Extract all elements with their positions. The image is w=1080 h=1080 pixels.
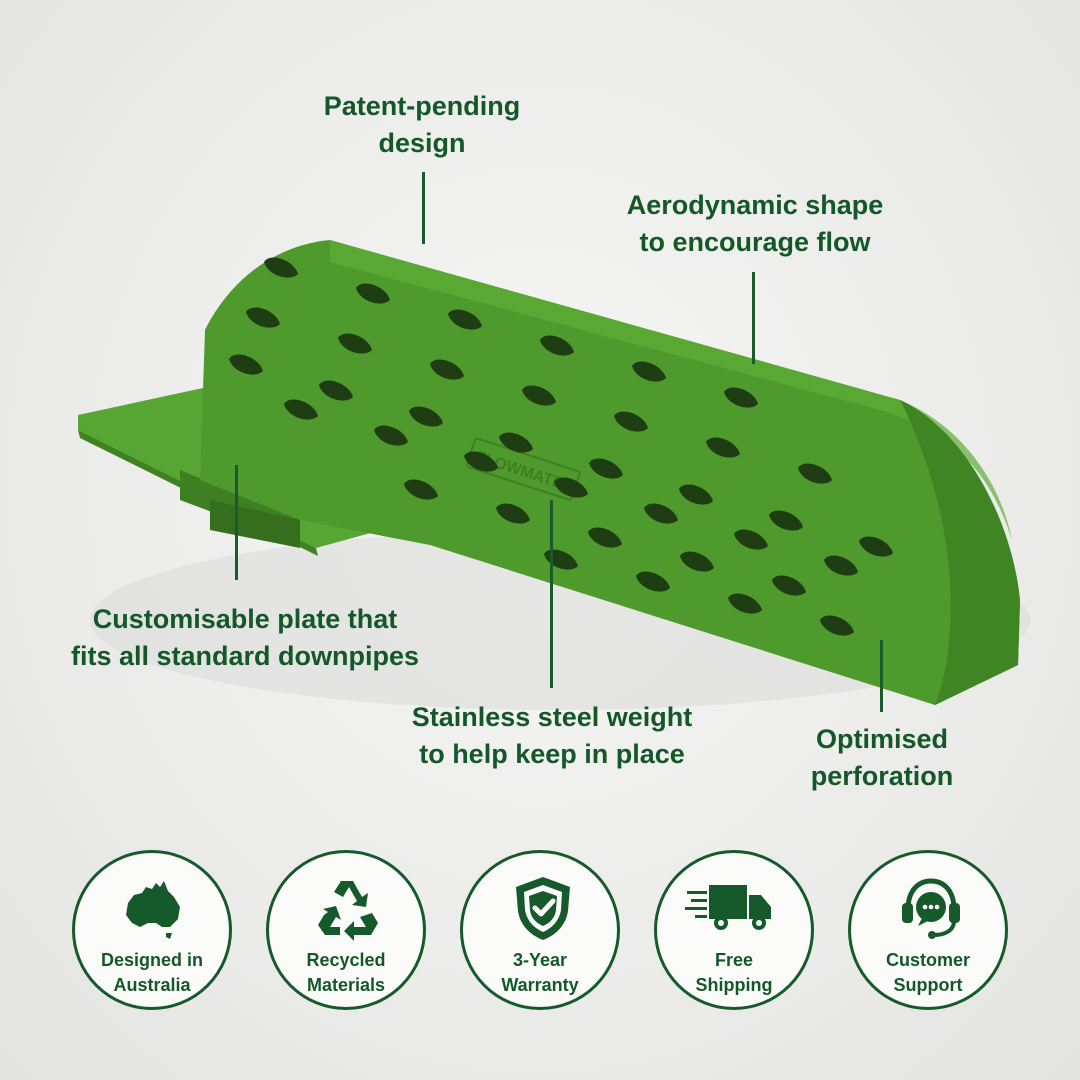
perforation-hole [632, 361, 666, 382]
callout-patent-pending: Patent-pending design [323, 91, 521, 158]
callout-line-patent [422, 172, 425, 244]
perforation-hole [319, 380, 353, 401]
perforation-hole [496, 503, 530, 524]
perforation-hole [636, 571, 670, 592]
perforation-hole [644, 503, 678, 524]
perforation-hole [679, 484, 713, 505]
perforation-hole [448, 309, 482, 330]
callout-line-plate [235, 465, 238, 580]
perforation-hole [404, 479, 438, 500]
perforation-hole [588, 527, 622, 548]
perforation-hole [614, 411, 648, 432]
perforation-hole [554, 477, 588, 498]
perforation-hole [859, 536, 893, 557]
perforation-hole [499, 432, 533, 453]
shield-check-icon [516, 877, 570, 940]
callout-customisable-plate: Customisable plate that fits all standar… [70, 604, 420, 671]
perforation-hole [338, 333, 372, 354]
perforation-hole [798, 463, 832, 484]
callout-line-weight [550, 500, 553, 688]
perforation-hole [374, 425, 408, 446]
perforation-hole [229, 354, 263, 375]
perforation-hole [356, 283, 390, 304]
perforation-hole [706, 437, 740, 458]
perforation-hole [284, 399, 318, 420]
perforation-hole [772, 575, 806, 596]
perforation-hole [589, 458, 623, 479]
perforation-hole [522, 385, 556, 406]
australia-map-icon [126, 881, 180, 939]
perforation-hole [769, 510, 803, 531]
perforation-hole [430, 359, 464, 380]
perforation-hole [820, 615, 854, 636]
perforation-hole [680, 551, 714, 572]
delivery-truck-icon [685, 885, 771, 930]
perforation-hole [540, 335, 574, 356]
callout-perforation: Optimised perforation [810, 724, 954, 791]
callout-line-aero [752, 272, 755, 364]
perforation-hole [734, 529, 768, 550]
headset-support-icon [902, 878, 960, 939]
perforation-hole [464, 451, 498, 472]
perforation-hole [724, 387, 758, 408]
callout-aerodynamic: Aerodynamic shape to encourage flow [626, 190, 884, 257]
perforation-hole [824, 555, 858, 576]
perforation-hole [264, 257, 298, 278]
callout-line-perforation [880, 640, 883, 712]
perforation-hole [409, 406, 443, 427]
perforation-hole [728, 593, 762, 614]
recycle-icon [318, 881, 378, 941]
callout-stainless-weight: Stainless steel weight to help keep in p… [411, 702, 693, 769]
perforation-hole [246, 307, 280, 328]
